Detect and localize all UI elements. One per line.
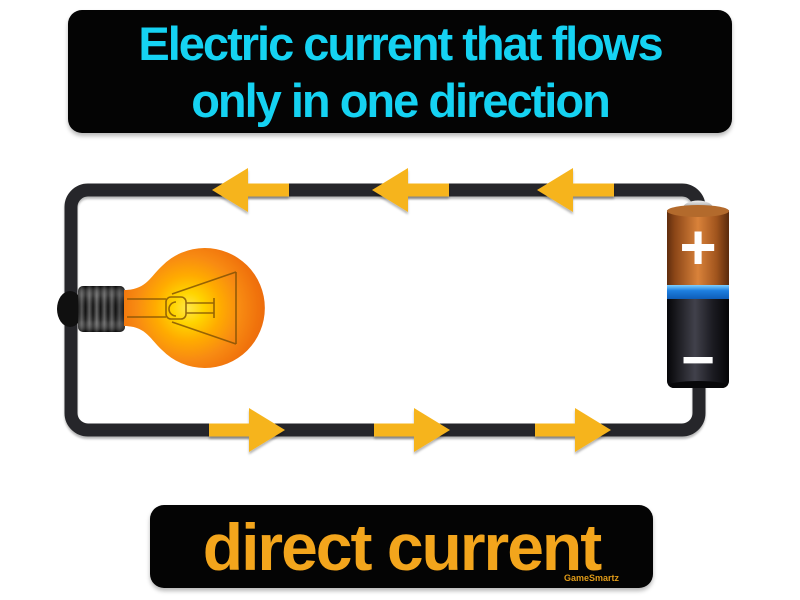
battery-top-face — [667, 205, 729, 217]
battery-negative-section — [667, 299, 729, 388]
bulb-socket — [78, 286, 125, 332]
current-arrow-left-2 — [372, 168, 449, 212]
current-arrows-bottom — [209, 408, 611, 452]
battery-stripe — [667, 285, 729, 301]
bulb-filament — [127, 271, 237, 345]
bulb-glass — [124, 247, 265, 368]
battery-bottom-face — [667, 381, 729, 388]
current-arrow-left-3 — [537, 168, 614, 212]
current-arrows-top — [212, 168, 614, 212]
definition-banner: Electric current that flows only in one … — [68, 10, 732, 133]
current-arrow-left-1 — [212, 168, 289, 212]
battery-plus-label: + — [679, 211, 716, 283]
definition-line-2: only in one direction — [191, 73, 611, 127]
current-arrow-right-3 — [535, 408, 611, 452]
battery-minus-label: − — [681, 328, 715, 393]
watermark: GameSmartz — [563, 573, 619, 583]
light-bulb-icon — [57, 247, 265, 368]
bulb-contact — [57, 291, 83, 327]
current-arrow-right-1 — [209, 408, 285, 452]
term-banner: direct current GameSmartz — [150, 505, 653, 588]
current-arrow-right-2 — [374, 408, 450, 452]
battery-icon: + − — [667, 200, 729, 393]
battery-positive-section — [667, 210, 729, 288]
term-label: direct current — [202, 509, 602, 584]
definition-line-1: Electric current that flows — [138, 16, 663, 70]
